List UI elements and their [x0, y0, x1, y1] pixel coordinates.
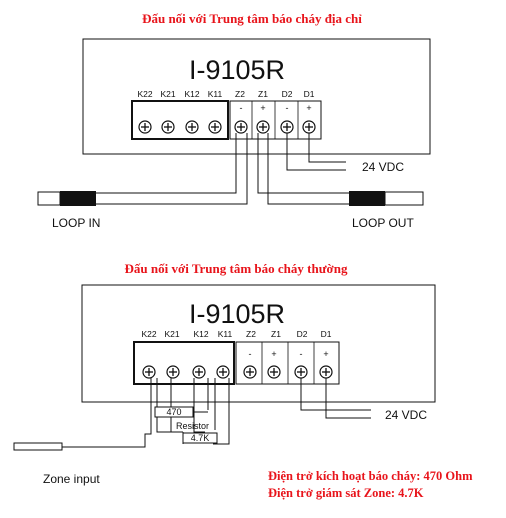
loop-in-label: LOOP IN — [52, 216, 100, 230]
resistor-470-value: 470 — [166, 407, 181, 417]
polarity-d1: + — [323, 349, 328, 359]
terminal-label-k12: K12 — [184, 89, 199, 99]
terminal-label-k22: K22 — [141, 329, 156, 339]
terminal-label-k21: K21 — [160, 89, 175, 99]
resistor-4k7-value: 4.7K — [191, 433, 210, 443]
zone-input-label: Zone input — [43, 472, 100, 486]
polarity-d2: - — [300, 349, 303, 359]
screw-terminal-d2 — [294, 365, 308, 379]
diagram2-title: Đấu nối với Trung tâm báo cháy thường — [125, 261, 348, 276]
polarity-z2: - — [240, 103, 243, 113]
terminal-label-k21: K21 — [164, 329, 179, 339]
terminal-label-d1: D1 — [321, 329, 332, 339]
screw-terminal-z2 — [234, 120, 248, 134]
loop-in-cable — [37, 191, 96, 206]
loop-out-cable — [349, 191, 424, 206]
terminal-label-k12: K12 — [193, 329, 208, 339]
loop-out-label: LOOP OUT — [352, 216, 414, 230]
polarity-d2: - — [286, 103, 289, 113]
screw-terminal-z2 — [243, 365, 257, 379]
resistor-470: 470 — [154, 406, 208, 418]
diagram-conventional: Đấu nối với Trung tâm báo cháy thường I-… — [13, 261, 473, 500]
screw-terminal-k22 — [142, 365, 156, 379]
screw-terminal-d1 — [319, 365, 333, 379]
diagram1-title: Đấu nối với Trung tâm báo cháy địa chỉ — [142, 11, 362, 26]
polarity-z2: - — [249, 349, 252, 359]
screw-terminal-k12 — [192, 365, 206, 379]
diagram-addressable: Đấu nối với Trung tâm báo cháy địa chỉ I… — [37, 11, 431, 230]
loop-wires — [96, 133, 349, 205]
screw-terminal-z1 — [256, 120, 270, 134]
screw-terminal-k11 — [208, 120, 222, 134]
screw-terminal-d2 — [280, 120, 294, 134]
screw-terminal-k11 — [216, 365, 230, 379]
screw-terminal-d1 — [302, 120, 316, 134]
polarity-z1: + — [260, 103, 265, 113]
terminal-label-z2: Z2 — [246, 329, 256, 339]
screw-terminal-k21 — [161, 120, 175, 134]
terminal-label-z1: Z1 — [258, 89, 268, 99]
note-supervision-resistor: Điện trở giám sát Zone: 4.7K — [268, 486, 424, 500]
terminal-label-d1: D1 — [304, 89, 315, 99]
screw-terminal-k12 — [185, 120, 199, 134]
note-alarm-resistor: Điện trở kích hoạt báo cháy: 470 Ohm — [268, 469, 473, 483]
screw-terminal-z1 — [267, 365, 281, 379]
polarity-d1: + — [306, 103, 311, 113]
terminal-label-k11: K11 — [208, 89, 223, 99]
terminal-label-k22: K22 — [137, 89, 152, 99]
power-label-1: 24 VDC — [362, 160, 404, 174]
resistor-4k7: 4.7K — [182, 432, 218, 444]
resistor-label: Resistor — [176, 421, 209, 431]
screw-terminal-k22 — [138, 120, 152, 134]
power-wires-2 — [300, 378, 371, 419]
model-label-1: I-9105R — [189, 55, 285, 85]
screw-terminal-k21 — [166, 365, 180, 379]
model-label-2: I-9105R — [189, 299, 285, 329]
terminal-label-k11: K11 — [218, 329, 233, 339]
terminal-label-z1: Z1 — [271, 329, 281, 339]
terminal-label-d2: D2 — [282, 89, 293, 99]
zone-input-cable — [13, 442, 63, 451]
power-label-2: 24 VDC — [385, 408, 427, 422]
terminal-label-d2: D2 — [297, 329, 308, 339]
terminal-label-z2: Z2 — [235, 89, 245, 99]
polarity-z1: + — [271, 349, 276, 359]
